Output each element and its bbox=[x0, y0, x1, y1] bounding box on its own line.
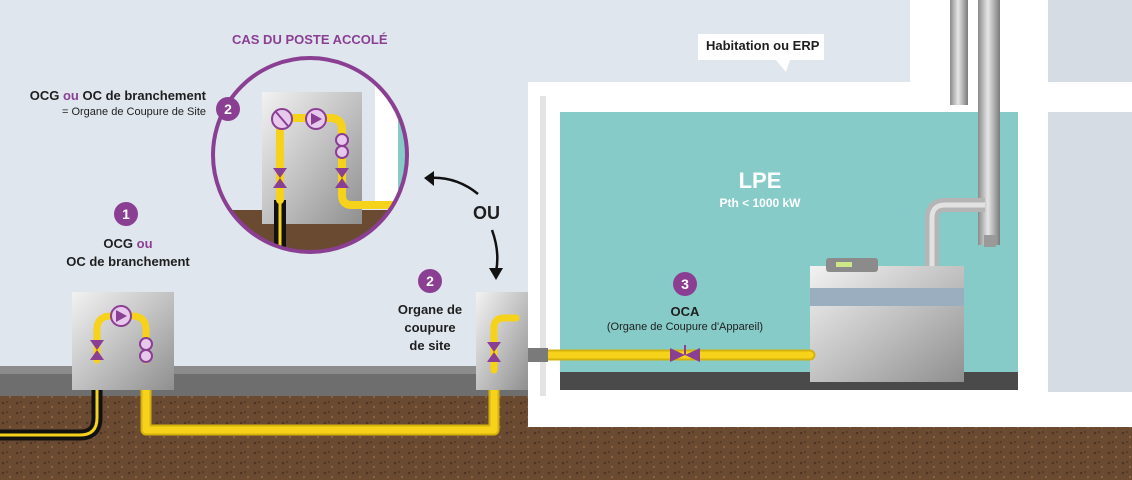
lpe-subtitle: Pth < 1000 kW bbox=[719, 196, 801, 210]
oca-title: OCA bbox=[670, 304, 700, 319]
ocg-site-label: OCG ou OC de branchement bbox=[29, 88, 206, 103]
site-cutoff-label-1: Organe de bbox=[397, 302, 463, 317]
site-cutoff-label-3: de site bbox=[409, 338, 451, 353]
lpe-title: LPE bbox=[738, 168, 782, 193]
oca-badge: 3 bbox=[673, 272, 697, 296]
boiler bbox=[810, 258, 964, 382]
chimney-pipes bbox=[925, 0, 1000, 268]
ocg-box bbox=[72, 292, 174, 390]
building-label-bubble bbox=[698, 34, 824, 72]
building-label: Habitation ou ERP bbox=[706, 38, 820, 53]
oca-valve bbox=[670, 345, 700, 362]
oca-subtitle: (Organe de Coupure d'Appareil) bbox=[606, 321, 764, 333]
inset-title: CAS DU POSTE ACCOLÉ bbox=[232, 32, 388, 47]
site-cutoff-box bbox=[476, 292, 528, 390]
ocg-label-line2: OC de branchement bbox=[66, 254, 190, 269]
inset-badge: 2 bbox=[216, 97, 240, 121]
ocg-label-line1: OCG ou bbox=[103, 236, 153, 251]
ocg-site-subtitle: = Organe de Coupure de Site bbox=[61, 106, 206, 118]
ocg-badge: 1 bbox=[114, 202, 138, 226]
site-cutoff-label-2: coupure bbox=[404, 320, 456, 335]
site-cutoff-badge: 2 bbox=[418, 269, 442, 293]
ou-label: OU bbox=[473, 203, 500, 223]
